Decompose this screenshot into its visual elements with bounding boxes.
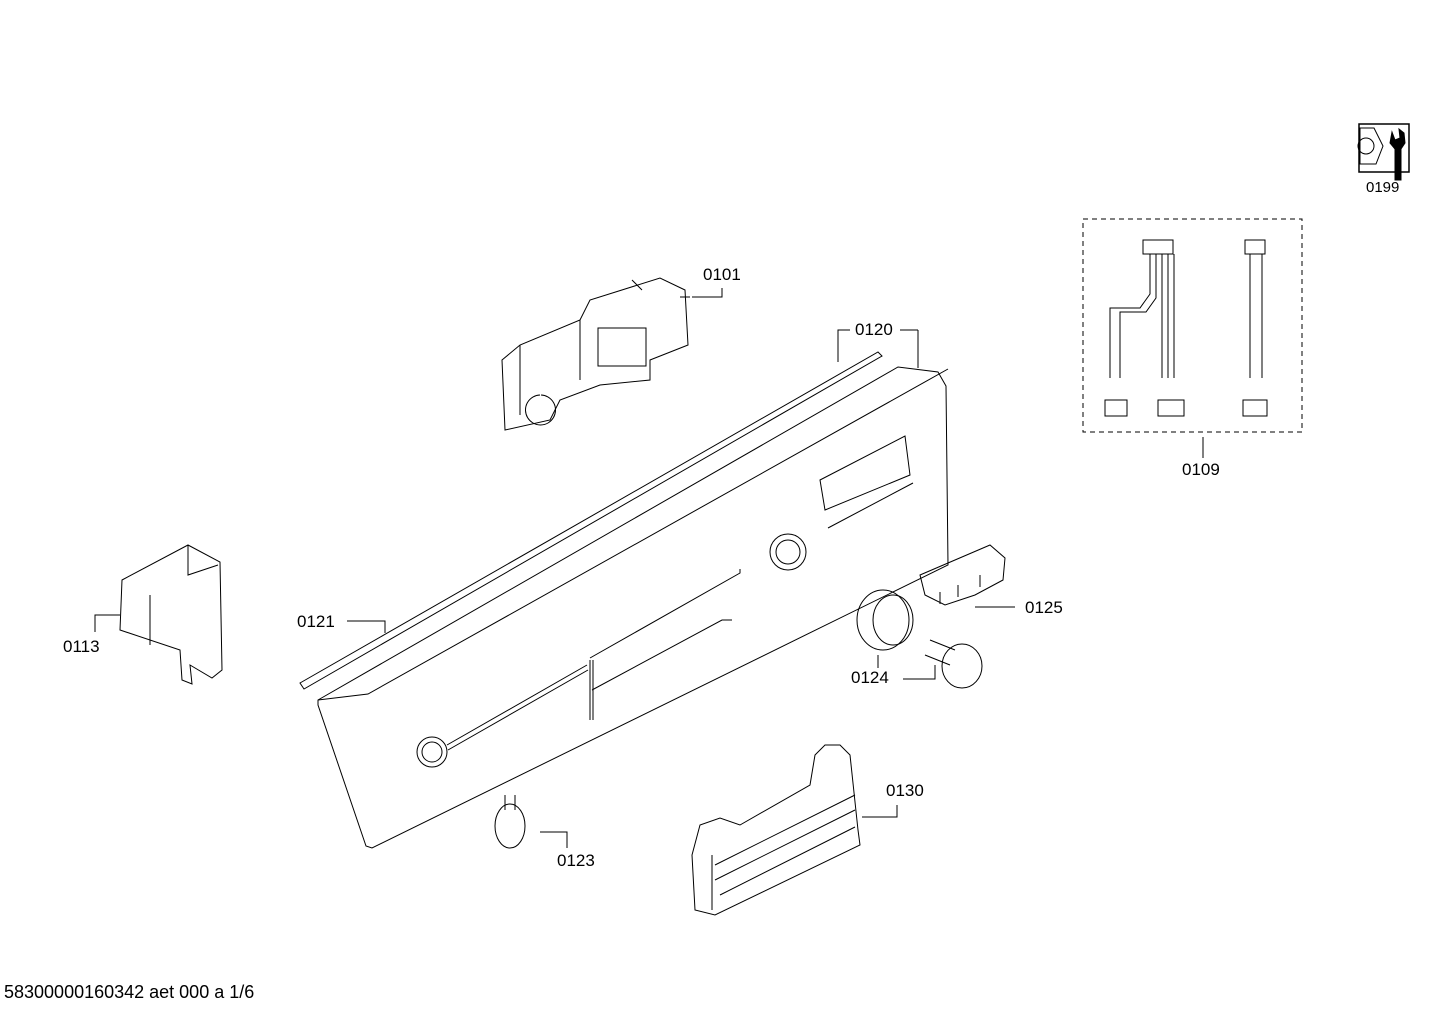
part-label-0130: 0130 [886, 781, 924, 800]
part-label-0199: 0199 [1366, 179, 1400, 196]
knob-0124 [856, 589, 983, 689]
part-label-0109: 0109 [1182, 460, 1220, 479]
part-label-0124: 0124 [851, 668, 889, 687]
part-label-0113: 0113 [63, 637, 100, 656]
knob-0123 [494, 795, 526, 849]
part-label-0125: 0125 [1025, 598, 1063, 617]
part-label-0121: 0121 [297, 612, 335, 631]
holder-0130 [691, 744, 861, 916]
seal-strip-0121 [299, 351, 883, 690]
part-label-0101: 0101 [703, 265, 741, 284]
tools-nut-wrench-icon [1357, 123, 1410, 181]
switch-0125 [919, 544, 1006, 606]
bracket-0113 [119, 544, 223, 685]
wiring-harness-0109 [1082, 218, 1303, 458]
control-module-0101 [501, 277, 690, 431]
leader-lines [94, 288, 1015, 848]
document-footer: 58300000160342 aet 000 a 1/6 [4, 982, 255, 1002]
part-label-0120: 0120 [855, 320, 893, 339]
fascia-panel-0120 [317, 366, 949, 849]
part-label-0123: 0123 [557, 851, 595, 870]
